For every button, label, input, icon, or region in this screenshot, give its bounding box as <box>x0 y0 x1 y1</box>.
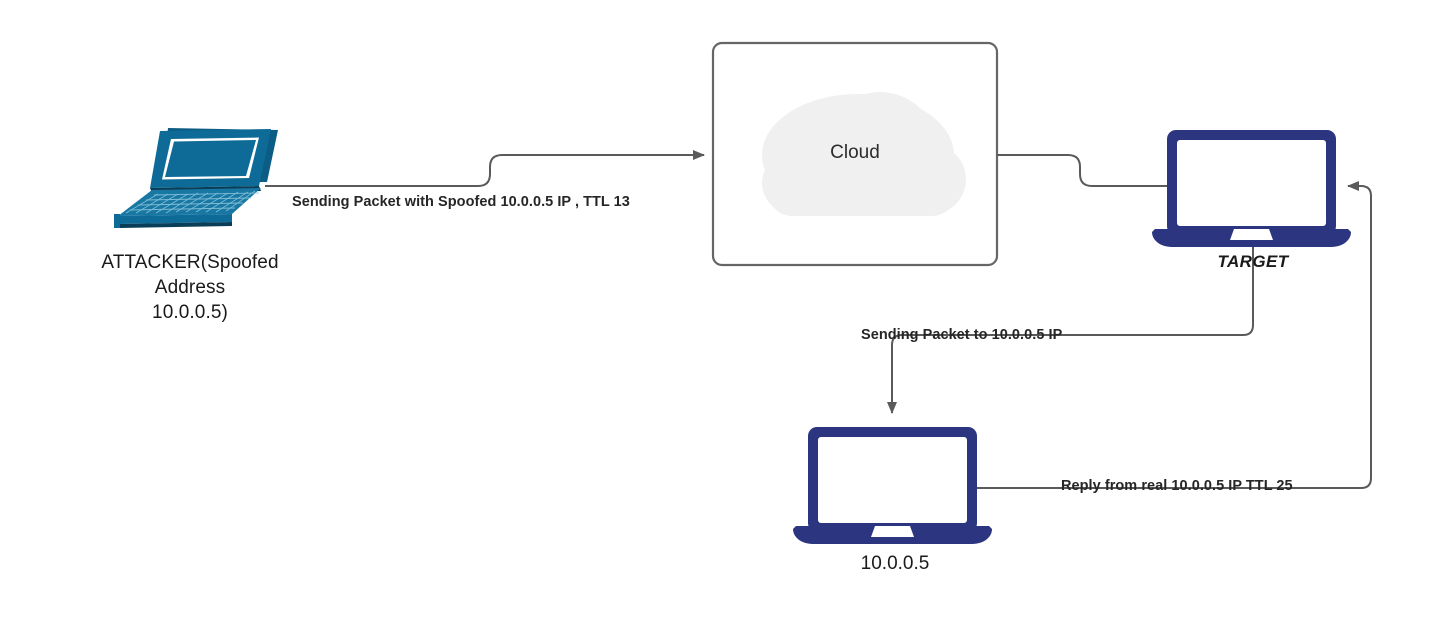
attacker-label: ATTACKER(Spoofed Address 10.0.0.5) <box>101 252 279 323</box>
cloud-icon <box>762 92 966 216</box>
cloud-node[interactable] <box>711 41 999 267</box>
edge-attacker-to-cloud <box>265 150 705 187</box>
victim-label: 10.0.0.5 <box>860 553 930 574</box>
target-label: TARGET <box>1217 252 1289 271</box>
edge-cloud-to-target <box>997 154 1167 187</box>
edge-label-victim-to-target: Reply from real 10.0.0.5 IP TTL 25 <box>1061 478 1293 494</box>
edge-target-to-victim-line <box>887 247 1254 414</box>
edge-victim-to-target-line <box>977 181 1372 489</box>
target-laptop-icon[interactable] <box>1152 130 1351 247</box>
edge-label-attacker-to-cloud: Sending Packet with Spoofed 10.0.0.5 IP … <box>292 194 630 210</box>
edge-target-to-victim <box>887 247 1254 414</box>
edge-victim-to-target <box>977 181 1372 489</box>
victim-laptop-icon[interactable] <box>793 427 992 544</box>
edge-attacker-to-cloud-line <box>265 150 705 187</box>
edge-label-target-to-victim: Sending Packet to 10.0.0.5 IP <box>861 327 1063 343</box>
attacker-laptop-icon[interactable] <box>114 128 278 228</box>
cloud-label: Cloud <box>830 142 880 163</box>
edge-cloud-to-target-line <box>997 154 1167 187</box>
